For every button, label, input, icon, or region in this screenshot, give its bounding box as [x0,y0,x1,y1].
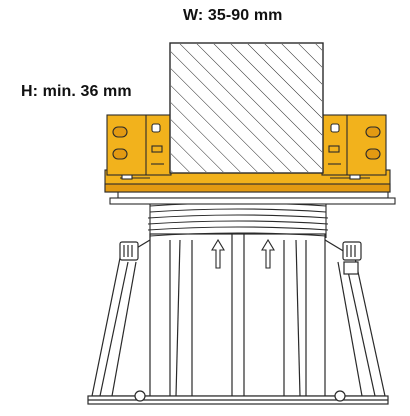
joist-icon [169,42,324,174]
pedestal-body [87,233,389,405]
width-label: W: 35-90 mm [183,7,283,24]
up-arrow-icon [211,238,275,269]
bracket-base [104,169,391,193]
spindle-threads [147,202,329,238]
height-label: H: min. 36 mm [21,83,132,100]
bracket-left-icon [106,114,172,176]
bracket-right-icon [321,114,387,176]
